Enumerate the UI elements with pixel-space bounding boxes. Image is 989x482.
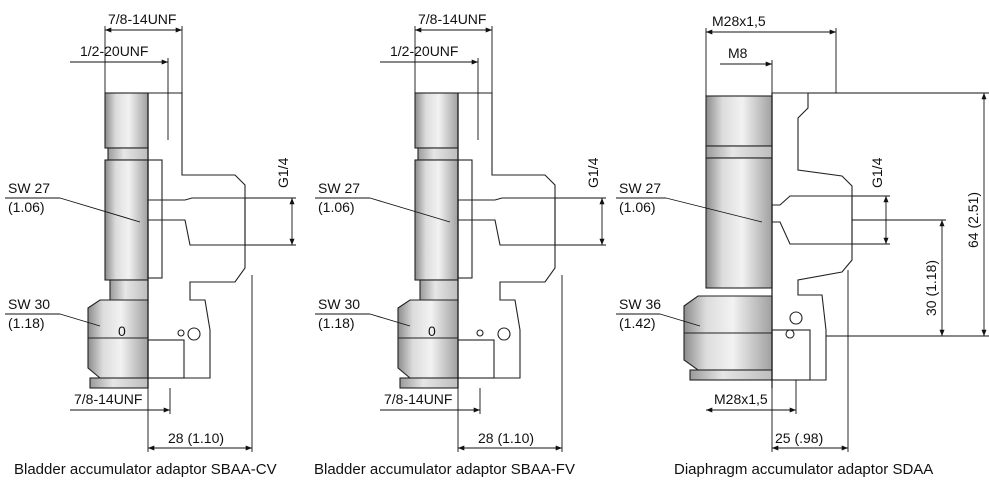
drawing-caption: Bladder accumulator adaptor SBAA-CV: [14, 461, 277, 478]
sw-lower-inch-label: (1.18): [8, 315, 45, 331]
dimensions: [315, 26, 606, 452]
width-dimension-label: 28 (1.10): [168, 430, 224, 446]
sw-lower-inch-label: (1.42): [619, 315, 656, 331]
svg-text:0: 0: [428, 323, 436, 339]
top-thread-inner-label: 1/2-20UNF: [80, 43, 148, 59]
sw-upper-inch-label: (1.06): [8, 199, 45, 215]
bottom-thread-label: 7/8-14UNF: [74, 391, 142, 407]
bottom-thread-label: M28x1,5: [714, 391, 768, 407]
drawing-caption: Diaphragm accumulator adaptor SDAA: [674, 461, 933, 478]
exterior-view: [683, 95, 773, 381]
drawing-sdaa: M28x1,5 M8 G1/4 30 (1.18) 64 (2.51) SW 2…: [616, 13, 989, 478]
top-thread-inner-label: 1/2-20UNF: [390, 43, 458, 59]
sw-upper-label: SW 27: [619, 180, 661, 196]
dimensions: [616, 28, 989, 452]
sw-lower-label: SW 36: [619, 296, 661, 312]
sw-upper-inch-label: (1.06): [619, 199, 656, 215]
section-view: [147, 92, 246, 388]
width-dimension-label: 25 (.98): [775, 430, 823, 446]
sw-lower-label: SW 30: [318, 296, 360, 312]
top-thread-outer-label: 7/8-14UNF: [418, 11, 486, 27]
dimensions: [5, 26, 296, 452]
top-thread-outer-label: M28x1,5: [712, 13, 766, 29]
top-thread-outer-label: 7/8-14UNF: [108, 11, 176, 27]
width-dimension-label: 28 (1.10): [478, 430, 534, 446]
drawing-sbaa-cv: 0: [5, 11, 296, 478]
sw-upper-inch-label: (1.06): [318, 199, 355, 215]
port-label: G1/4: [585, 157, 601, 188]
exterior-view: 0: [397, 92, 459, 389]
height-dimension-2-label: 64 (2.51): [965, 192, 981, 248]
section-view: [771, 92, 853, 388]
height-dimension-1-label: 30 (1.18): [923, 260, 939, 316]
drawing-caption: Bladder accumulator adaptor SBAA-FV: [314, 461, 575, 478]
sw-lower-label: SW 30: [8, 296, 50, 312]
port-label: G1/4: [275, 157, 291, 188]
sw-lower-inch-label: (1.18): [318, 315, 355, 331]
top-thread-inner-label: M8: [728, 45, 748, 61]
section-view: [457, 92, 556, 388]
port-label: G1/4: [869, 157, 885, 188]
drawing-sbaa-fv: 0: [314, 11, 606, 478]
exterior-view: 0: [87, 92, 149, 389]
svg-text:0: 0: [118, 323, 126, 339]
sw-upper-label: SW 27: [318, 180, 360, 196]
sw-upper-label: SW 27: [8, 180, 50, 196]
bottom-thread-label: 7/8-14UNF: [384, 391, 452, 407]
